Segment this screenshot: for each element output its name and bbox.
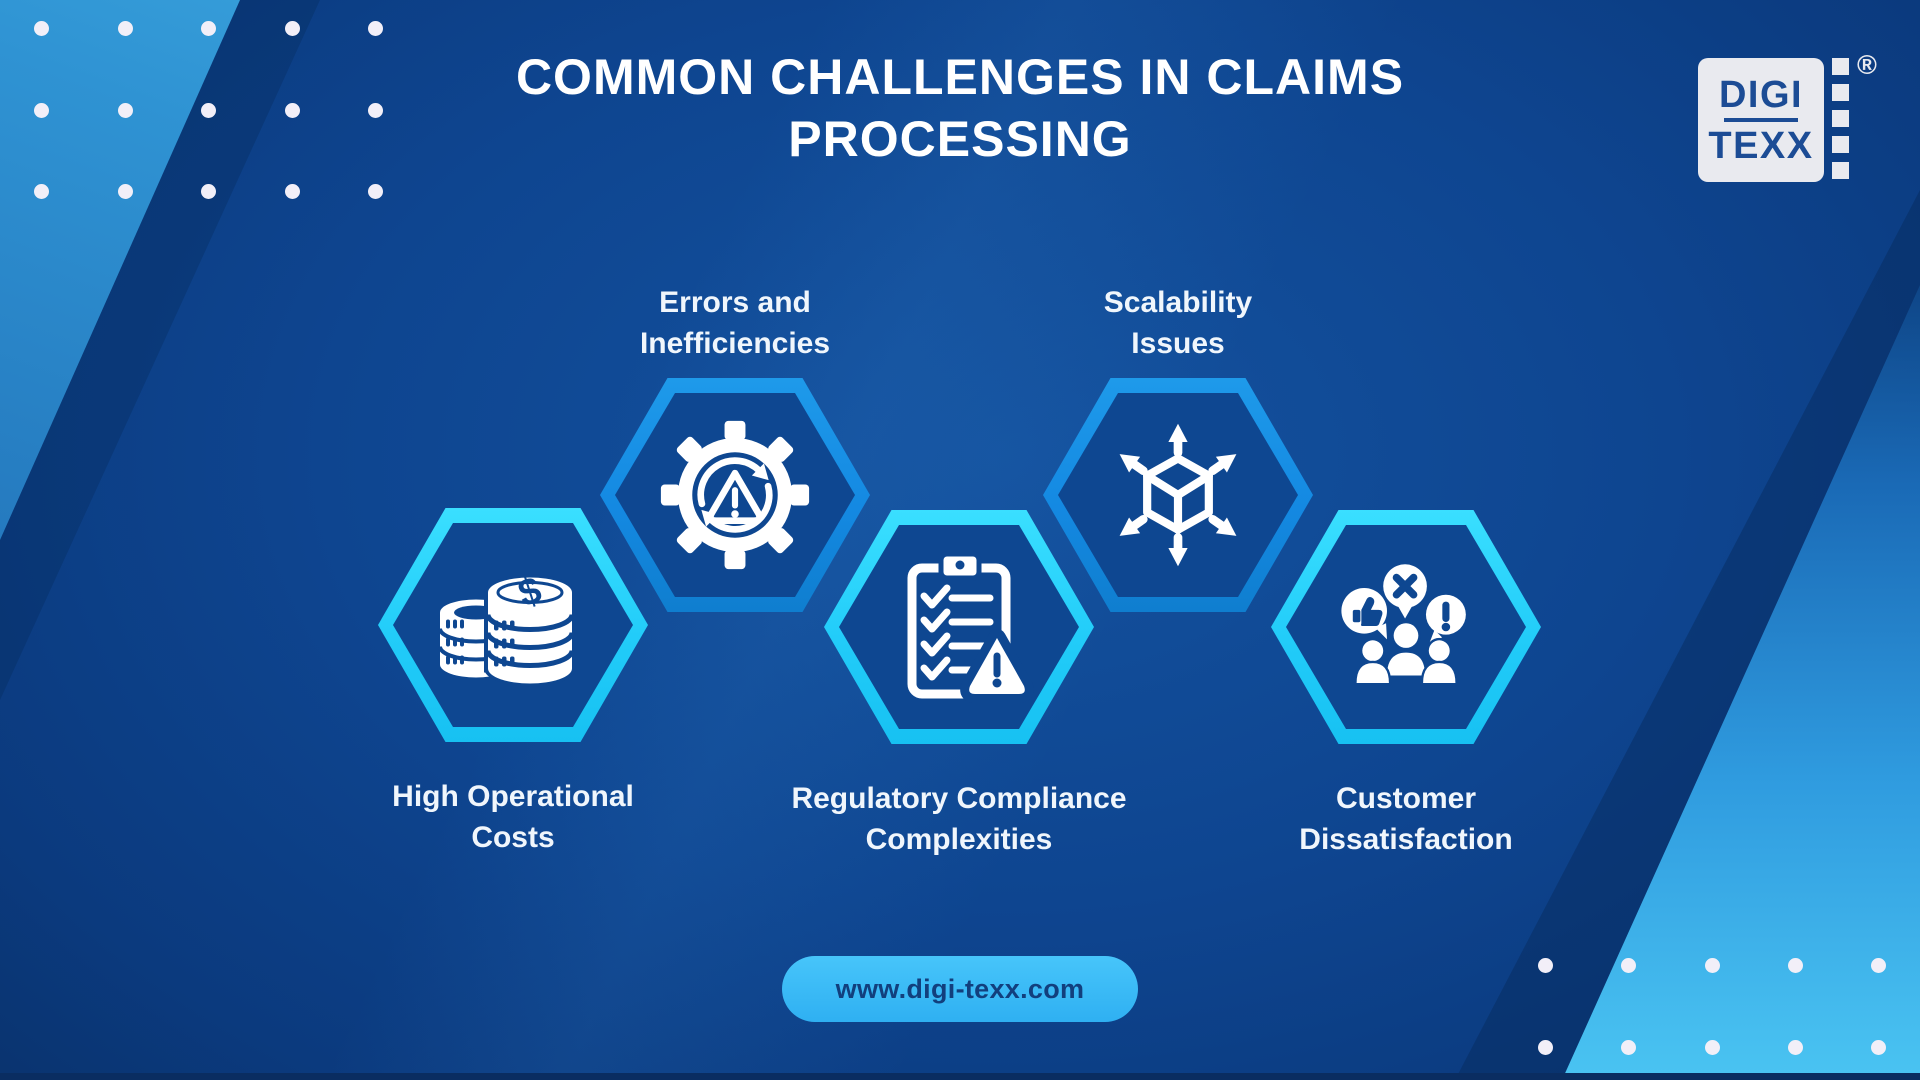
- people-feedback-icon: [1341, 564, 1466, 686]
- filmstrip-square: [1832, 136, 1849, 153]
- website-button[interactable]: www.digi-texx.com: [782, 956, 1138, 1022]
- label-line: Issues: [1131, 327, 1225, 360]
- filmstrip-square: [1832, 162, 1849, 179]
- label-line: Costs: [471, 821, 555, 854]
- label-line: Regulatory Compliance: [791, 782, 1127, 815]
- challenge-label: Customer Dissatisfaction: [1299, 778, 1512, 860]
- logo-divider: [1724, 117, 1798, 122]
- logo-word-digi: DIGI: [1718, 73, 1804, 116]
- page-title-line1: COMMON CHALLENGES IN CLAIMS: [515, 49, 1405, 105]
- challenge-high-operational-costs: $ High Operational Costs: [378, 508, 648, 854]
- bottom-edge-strip: [0, 1073, 1920, 1080]
- label-line: Inefficiencies: [639, 327, 831, 360]
- dot: [367, 20, 383, 36]
- dot: [284, 183, 300, 199]
- website-url: www.digi-texx.com: [835, 973, 1085, 1004]
- page-title: COMMON CHALLENGES IN CLAIMS PROCESSING: [0, 46, 1920, 170]
- challenge-label: Errors and Inefficiencies: [640, 282, 830, 364]
- challenge-scalability-issues: Scalability Issues: [1043, 286, 1313, 612]
- challenge-label: Regulatory Compliance Complexities: [791, 778, 1126, 860]
- challenge-customer-dissatisfaction: Customer Dissatisfaction: [1271, 510, 1541, 856]
- challenge-label: Scalability Issues: [1104, 282, 1252, 364]
- logo-card: DIGI TEXX: [1698, 58, 1824, 182]
- checklist-warning-icon: [907, 551, 1034, 703]
- challenge-errors-inefficiencies: Errors and Inefficiencies: [600, 286, 870, 612]
- label-line: Customer: [1335, 782, 1477, 815]
- filmstrip-square: [1832, 58, 1849, 75]
- logo-word-texx: TEXX: [1708, 124, 1814, 167]
- logo-filmstrip: [1832, 58, 1849, 182]
- filmstrip-square: [1832, 110, 1849, 127]
- gear-warning-refresh-icon: [660, 420, 810, 570]
- label-line: Errors and: [659, 286, 811, 319]
- cube-expand-arrows-icon: [1119, 423, 1237, 567]
- coins-icon: $: [438, 569, 576, 687]
- page-title-line2: PROCESSING: [788, 111, 1132, 167]
- registered-trademark-icon: ®: [1857, 50, 1877, 80]
- label-line: Dissatisfaction: [1299, 823, 1513, 856]
- dot: [367, 183, 383, 199]
- label-line: Complexities: [865, 823, 1053, 856]
- label-line: Scalability: [1103, 286, 1253, 319]
- label-line: High Operational: [392, 780, 634, 813]
- filmstrip-square: [1832, 84, 1849, 101]
- digitexx-logo: DIGI TEXX ®: [1698, 50, 1898, 188]
- challenge-regulatory-compliance: Regulatory Compliance Complexities: [791, 510, 1127, 856]
- challenge-label: High Operational Costs: [392, 776, 634, 858]
